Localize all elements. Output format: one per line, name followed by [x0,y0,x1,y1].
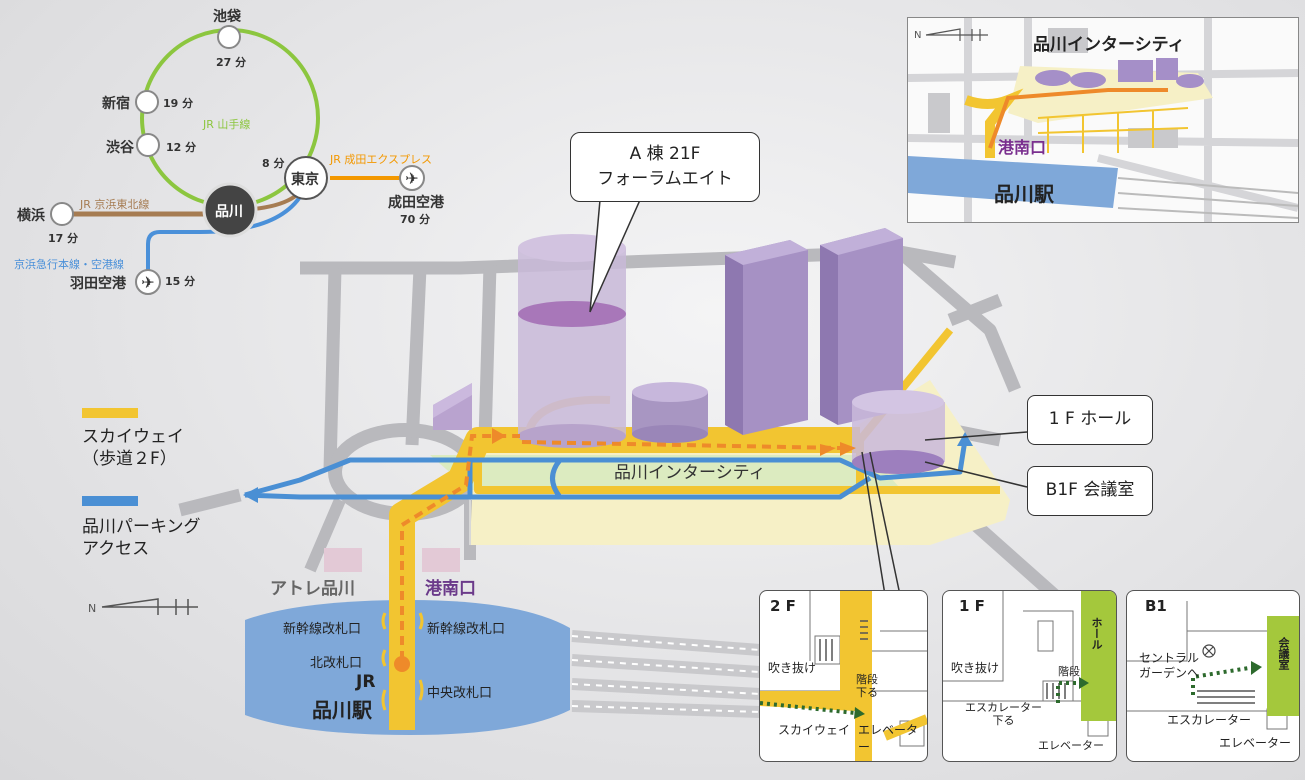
floor-2f-inset: 2 F 吹き抜け 階段 下る スカイウェイ エレベーター [759,590,928,762]
station-ikebukuro: 池袋 [213,9,241,25]
floor-2f-title: 2 F [770,597,796,615]
parking-swatch [82,496,138,506]
shinkansen-gate-left: 新幹線改札口 [283,622,362,637]
line-yamanote: JR 山手線 [203,118,251,131]
route-map: ✈ ✈ [50,25,425,295]
hall-callout: 1 F ホール [1027,395,1153,445]
konan-label: 港南口 [425,579,476,599]
floor-b1-elevator: エレベーター [1219,736,1292,750]
forum-callout: A 棟 21F フォーラムエイト [570,132,760,202]
station-shinjuku: 新宿 [102,96,130,112]
station-label: 品川駅 [312,698,372,722]
floor-2f-stairs: 階段 下る [856,673,878,699]
time-shinjuku: 19 分 [163,97,194,110]
station-dot-shinjuku [135,90,159,114]
floor-b1-inset: B1 セントラル ガーデンへ エスカレーター エレベーター 会議室 [1126,590,1300,762]
station-shibuya: 渋谷 [106,140,134,156]
line-keikyu: 京浜急行本線・空港線 [14,258,124,271]
north-gate: 北改札口 [310,656,363,671]
floor-1f-title: 1 F [959,597,985,615]
floor-2f-elevator: エレベーター [858,723,919,754]
station-haneda: 羽田空港 [70,276,126,292]
floor-b1-garden: セントラル ガーデンへ [1139,651,1200,680]
floor-b1-room: 会議室 [1277,637,1290,670]
overview-title: 品川インターシティ [1033,35,1185,55]
atre-label: アトレ品川 [270,579,355,599]
atre-block [324,548,362,572]
parking-legend: 品川パーキング アクセス [82,517,201,559]
shinkansen-gate-right: 新幹線改札口 [427,622,506,637]
keikyu-line [146,187,307,282]
station-dot-shibuya [136,133,160,157]
central-gate: 中央改札口 [427,686,493,701]
floor-1f-inset: 1 F 吹き抜け 階段 エスカレーター 下る エレベーター ホール [942,590,1117,762]
skyway-legend: スカイウェイ （歩道２F） [82,427,184,469]
station-yokohama: 横浜 [17,208,45,224]
floor-1f-stairs: 階段 [1058,665,1080,678]
time-ikebukuro: 27 分 [216,56,247,69]
floor-1f-escalator: エスカレーター 下る [965,701,1042,727]
station-shinagawa: 品川 [215,204,243,220]
svg-text:N: N [88,602,96,615]
svg-text:N: N [914,30,921,41]
station-dot-ikebukuro [217,25,241,49]
time-shibuya: 12 分 [166,141,197,154]
forum-floor [518,301,626,327]
floor-b1-escalator: エスカレーター [1167,713,1252,727]
walking-route [400,434,841,660]
airplane-icon: ✈ [405,169,418,188]
line-keihin-tohoku: JR 京浜東北線 [80,198,150,211]
b1-callout: B1F 会議室 [1027,466,1153,516]
overview-station: 品川駅 [994,182,1054,206]
station-dot-haneda [135,269,161,295]
intercity-plaza [430,455,900,490]
station-dot-shinagawa [202,182,258,238]
road-network [178,245,1065,605]
jr-label: JR [356,672,376,692]
floor-1f-void: 吹き抜け [951,661,1000,675]
station-tokyo: 東京 [291,172,319,188]
floor-1f-elevator: エレベーター [1038,739,1104,752]
time-narita: 70 分 [400,213,431,226]
floor-2f-skyway: スカイウェイ [778,723,851,737]
konan-block [422,548,460,572]
station-dot-tokyo [284,156,328,200]
time-yokohama: 17 分 [48,232,79,245]
time-haneda: 15 分 [165,275,196,288]
skyway-swatch [82,408,138,418]
time-tokyo: 8 分 [262,157,285,170]
station-dot-narita [399,165,425,191]
floor-b1-title: B1 [1145,597,1167,615]
overview-map: N 品川インターシティ 港南口 品川駅 [907,17,1299,223]
start-point [394,656,410,672]
airplane-icon-haneda: ✈ [141,273,154,292]
intercity-label: 品川インターシティ [614,463,766,483]
line-narita-express: JR 成田エクスプレス [330,153,433,166]
overview-konan: 港南口 [998,138,1047,157]
floor-1f-hall: ホール [1090,617,1103,650]
station-narita: 成田空港 [388,195,444,211]
north-arrow-icon: N [88,598,198,615]
floor-2f-void: 吹き抜け [768,661,817,675]
station-dot-yokohama [50,202,74,226]
